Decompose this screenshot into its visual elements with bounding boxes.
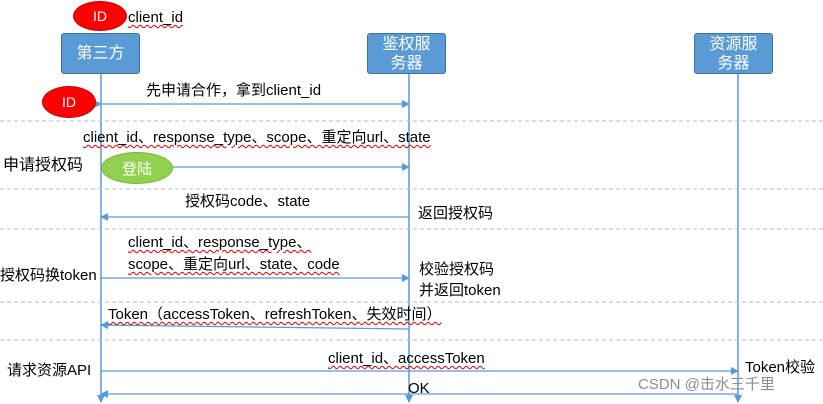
participant-resource-server: 资源服 务器 bbox=[694, 33, 773, 74]
label-apply-code: 申请授权码 bbox=[3, 157, 84, 174]
participant-third-party: 第三方 bbox=[61, 33, 140, 74]
login-badge: 登陆 bbox=[101, 152, 173, 184]
legend-id-badge-text: ID bbox=[93, 8, 107, 24]
participant-auth-server: 鉴权服 务器 bbox=[367, 33, 446, 74]
arrow-return-token bbox=[100, 321, 410, 330]
legend-id-badge: ID bbox=[73, 1, 127, 31]
message-ok: OK bbox=[408, 380, 430, 397]
id-badge: ID bbox=[42, 86, 96, 118]
message-code-for-token-line1: client_id、response_type、 bbox=[128, 234, 312, 251]
watermark: CSDN @击水三千里 bbox=[638, 376, 775, 393]
message-apply-cooperation: 先申请合作，拿到client_id bbox=[146, 82, 321, 100]
message-apply-cooperation-text: 先申请合作，拿到client_id bbox=[146, 82, 322, 99]
id-badge-text: ID bbox=[62, 94, 76, 110]
label-verify-code-line1: 校验授权码 bbox=[419, 261, 495, 278]
message-return-token: Token（accessToken、refreshToken、失效时间） bbox=[108, 306, 442, 323]
message-apply-code-params: client_id、response_type、scope、重定向url、sta… bbox=[83, 129, 431, 146]
participant-third-party-label: 第三方 bbox=[76, 45, 125, 62]
participant-resource-server-label-line2: 务器 bbox=[717, 54, 750, 72]
message-request-api: client_id、accessToken bbox=[328, 350, 485, 367]
legend-client-id-label: client_id bbox=[128, 9, 184, 26]
message-code-for-token-line2: scope、重定向url、state、code bbox=[128, 256, 340, 273]
label-token-verify: Token校验 bbox=[745, 359, 816, 376]
participant-resource-server-label-line1: 资源服 bbox=[709, 35, 758, 53]
message-return-code: 授权码code、state bbox=[185, 193, 311, 210]
label-request-api: 请求资源API bbox=[7, 362, 92, 379]
label-return-code: 返回授权码 bbox=[418, 205, 494, 222]
participant-auth-server-label-line2: 务器 bbox=[390, 54, 423, 72]
label-code-for-token: 授权码换token bbox=[0, 267, 97, 284]
label-verify-code-line2: 并返回token bbox=[419, 282, 501, 299]
participant-auth-server-label-line1: 鉴权服 bbox=[382, 35, 431, 53]
login-badge-text: 登陆 bbox=[121, 160, 152, 178]
